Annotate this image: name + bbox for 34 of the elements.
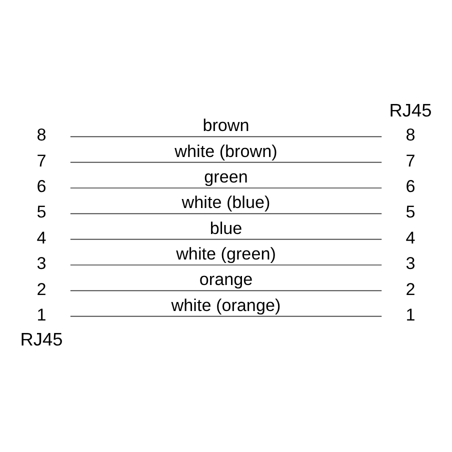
edge-label: white (blue) — [182, 192, 270, 212]
connector — [70, 264, 382, 265]
edge-label: orange — [199, 270, 253, 289]
node-text: 1 — [406, 304, 416, 324]
connector — [70, 161, 382, 162]
node-text: 4 — [36, 228, 46, 247]
node-text: 3 — [36, 254, 46, 273]
node-text: 6 — [36, 176, 46, 196]
label: RJ45 — [20, 328, 63, 349]
node-text: 7 — [406, 150, 416, 170]
node-text: 6 — [406, 176, 416, 196]
node-text: 1 — [36, 304, 46, 324]
label: RJ45 — [389, 100, 432, 120]
node-text: 2 — [36, 279, 46, 298]
connector — [70, 187, 382, 188]
edge-label: white (green) — [176, 244, 276, 263]
node-text: 5 — [406, 202, 416, 222]
connector — [70, 238, 382, 240]
node-text: 4 — [406, 228, 416, 247]
edge-label: green — [204, 166, 248, 186]
edge-label: blue — [210, 218, 242, 238]
connector — [70, 212, 382, 214]
edge-label: white (brown) — [174, 141, 278, 160]
node-text: 8 — [406, 125, 416, 144]
edge-label: brown — [202, 116, 250, 135]
edge-label: white (orange) — [171, 295, 281, 314]
node-text: 3 — [406, 254, 416, 273]
node-text: 7 — [36, 150, 46, 170]
node-text: 8 — [36, 125, 46, 144]
node-text: 5 — [36, 202, 46, 222]
connector — [70, 136, 382, 137]
connector — [70, 290, 382, 291]
node-text: 2 — [406, 279, 416, 298]
connector — [70, 315, 382, 316]
